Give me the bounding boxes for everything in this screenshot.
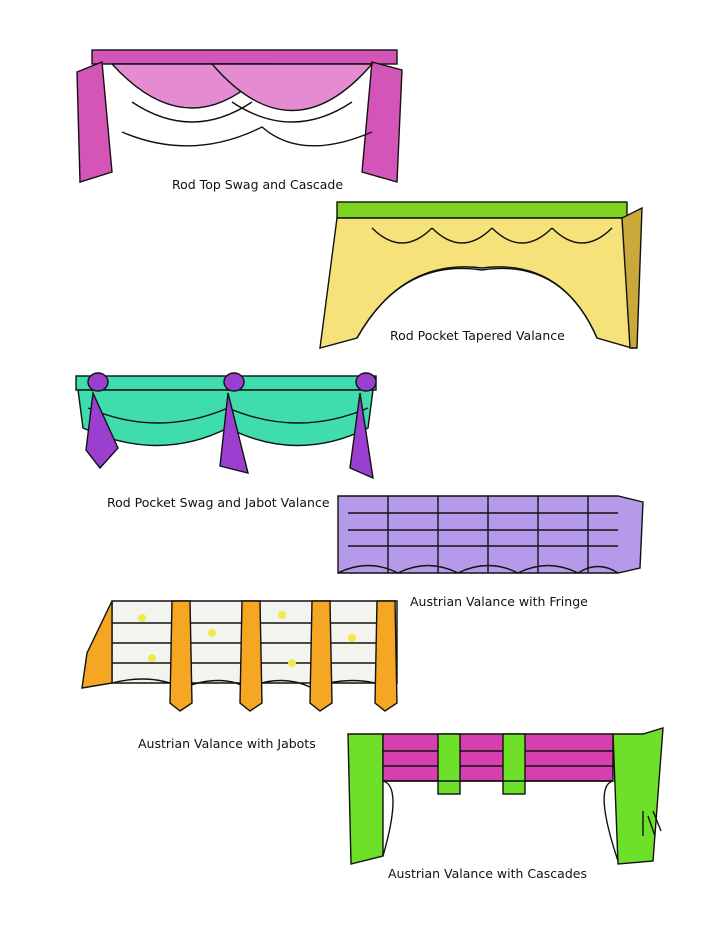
caption-rod-top-swag-cascade: Rod Top Swag and Cascade bbox=[172, 177, 344, 192]
caption-rod-pocket-swag-jabot: Rod Pocket Swag and Jabot Valance bbox=[107, 495, 330, 510]
rod-top-swag-cascade-illustration bbox=[76, 49, 403, 183]
austrian-valance-cascades-illustration bbox=[347, 727, 664, 865]
austrian-valance-fringe-illustration bbox=[337, 495, 644, 574]
caption-austrian-valance-cascades: Austrian Valance with Cascades bbox=[388, 866, 587, 881]
rod-pocket-tapered-valance-illustration bbox=[319, 201, 643, 349]
austrian-valance-jabots-illustration bbox=[81, 600, 398, 712]
caption-rod-pocket-tapered-valance: Rod Pocket Tapered Valance bbox=[390, 328, 565, 343]
rod-pocket-swag-jabot-illustration bbox=[75, 372, 377, 480]
caption-austrian-valance-fringe: Austrian Valance with Fringe bbox=[410, 594, 588, 609]
caption-austrian-valance-jabots: Austrian Valance with Jabots bbox=[138, 736, 316, 751]
